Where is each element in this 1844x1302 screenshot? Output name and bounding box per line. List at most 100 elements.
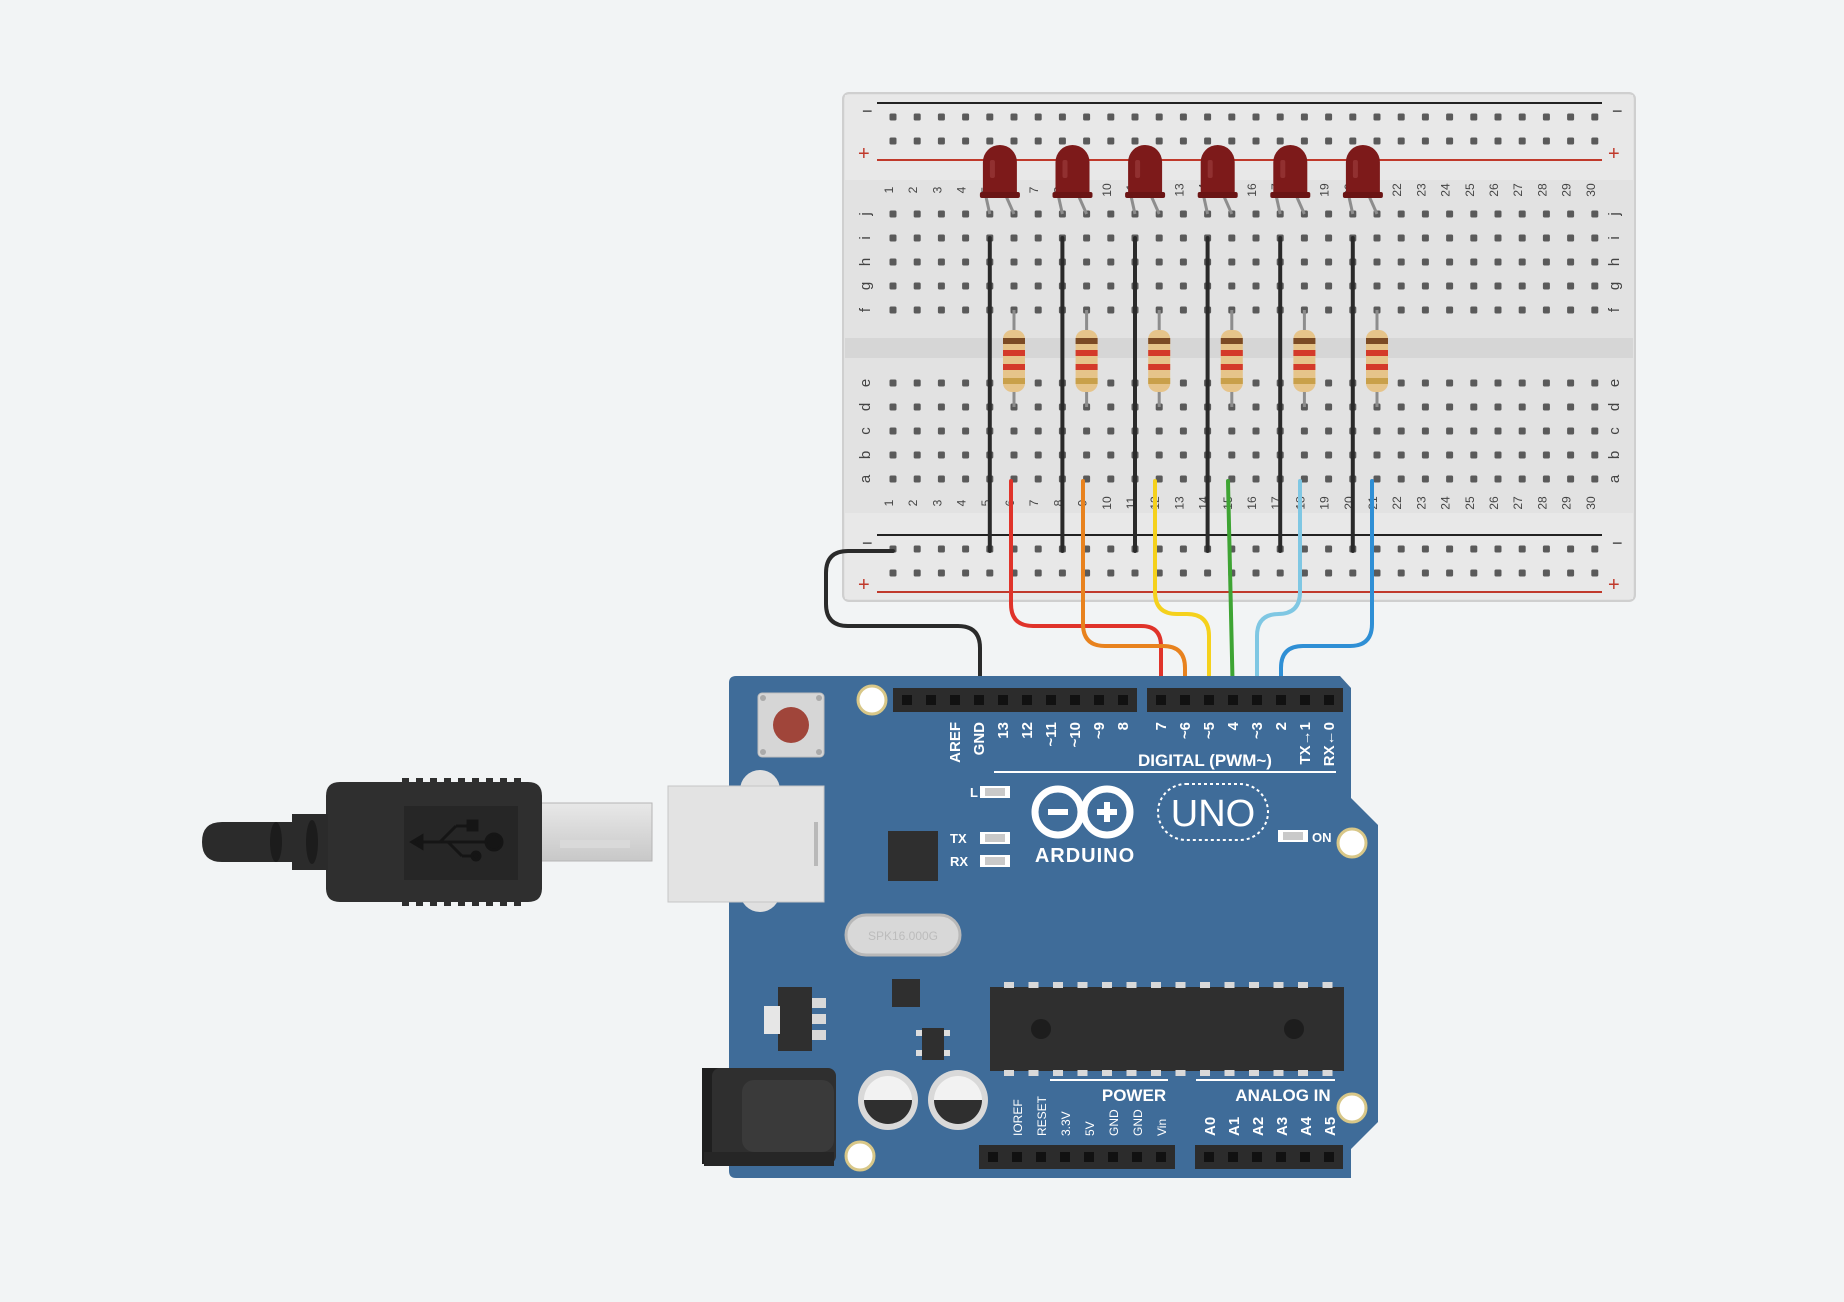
bb-hole-e19[interactable]: [1325, 379, 1333, 387]
led-3[interactable]: [1125, 145, 1166, 215]
resistor-1[interactable]: [1003, 310, 1025, 407]
bb-hole-botrail-0-4[interactable]: [962, 545, 970, 553]
bb-hole-c2[interactable]: [913, 427, 921, 435]
bb-hole-toprail-0-5[interactable]: [986, 113, 994, 121]
bb-hole-f10[interactable]: [1107, 306, 1115, 314]
bb-hole-h16[interactable]: [1252, 258, 1260, 266]
bb-hole-toprail-0-25[interactable]: [1470, 113, 1478, 121]
bb-hole-botrail-0-29[interactable]: [1567, 545, 1575, 553]
bb-hole-c21[interactable]: [1373, 427, 1381, 435]
header-hole[interactable]: [1204, 695, 1214, 705]
bb-hole-h13[interactable]: [1179, 258, 1187, 266]
bb-hole-i3[interactable]: [937, 234, 945, 242]
bb-hole-botrail-1-5[interactable]: [986, 569, 994, 577]
wire-yellow-pin5[interactable]: [1153, 479, 1211, 704]
header-hole[interactable]: [1060, 1152, 1070, 1162]
bb-hole-toprail-0-13[interactable]: [1179, 113, 1187, 121]
bb-hole-h9[interactable]: [1083, 258, 1091, 266]
bb-hole-toprail-1-20[interactable]: [1349, 137, 1357, 145]
bb-hole-toprail-1-1[interactable]: [889, 137, 897, 145]
bb-hole-i13[interactable]: [1179, 234, 1187, 242]
bb-hole-g25[interactable]: [1470, 282, 1478, 290]
bb-hole-toprail-1-10[interactable]: [1107, 137, 1115, 145]
bb-hole-toprail-0-14[interactable]: [1204, 113, 1212, 121]
digital-header-right[interactable]: [1147, 688, 1343, 712]
bb-hole-toprail-1-27[interactable]: [1518, 137, 1526, 145]
wire-lightblue-pin3[interactable]: [1255, 479, 1302, 704]
bb-hole-a18[interactable]: [1300, 475, 1308, 483]
header-hole[interactable]: [1276, 695, 1286, 705]
bb-hole-botrail-0-27[interactable]: [1518, 545, 1526, 553]
wire-blue-pin2[interactable]: [1279, 479, 1374, 704]
bb-hole-botrail-0-26[interactable]: [1494, 545, 1502, 553]
bb-hole-a21[interactable]: [1373, 475, 1381, 483]
header-hole[interactable]: [1012, 1152, 1022, 1162]
bb-hole-botrail-0-10[interactable]: [1107, 545, 1115, 553]
bb-hole-c6[interactable]: [1010, 427, 1018, 435]
bb-hole-toprail-0-6[interactable]: [1010, 113, 1018, 121]
bb-hole-toprail-0-20[interactable]: [1349, 113, 1357, 121]
bb-hole-d27[interactable]: [1518, 403, 1526, 411]
bb-hole-botrail-1-23[interactable]: [1421, 569, 1429, 577]
bb-hole-c13[interactable]: [1179, 427, 1187, 435]
resistors[interactable]: [1003, 310, 1388, 407]
bb-hole-i24[interactable]: [1446, 234, 1454, 242]
bb-hole-h6[interactable]: [1010, 258, 1018, 266]
bb-hole-a29[interactable]: [1567, 475, 1575, 483]
bb-hole-b29[interactable]: [1567, 451, 1575, 459]
resistor-5[interactable]: [1293, 310, 1316, 407]
bb-hole-c4[interactable]: [962, 427, 970, 435]
bb-hole-a26[interactable]: [1494, 475, 1502, 483]
bb-hole-botrail-0-2[interactable]: [913, 545, 921, 553]
bb-hole-b24[interactable]: [1446, 451, 1454, 459]
bb-hole-h1[interactable]: [889, 258, 897, 266]
bb-hole-b16[interactable]: [1252, 451, 1260, 459]
bb-hole-toprail-0-24[interactable]: [1446, 113, 1454, 121]
bb-hole-toprail-0-4[interactable]: [962, 113, 970, 121]
bb-hole-c7[interactable]: [1034, 427, 1042, 435]
bb-hole-e26[interactable]: [1494, 379, 1502, 387]
bb-hole-botrail-1-12[interactable]: [1155, 569, 1163, 577]
bb-hole-e10[interactable]: [1107, 379, 1115, 387]
dc-power-jack[interactable]: [702, 1068, 836, 1166]
bb-hole-botrail-0-21[interactable]: [1373, 545, 1381, 553]
bb-hole-d19[interactable]: [1325, 403, 1333, 411]
usb-b-port[interactable]: [667, 770, 825, 912]
bb-hole-d30[interactable]: [1591, 403, 1599, 411]
bb-hole-g15[interactable]: [1228, 282, 1236, 290]
bb-hole-toprail-0-9[interactable]: [1083, 113, 1091, 121]
bb-hole-botrail-1-1[interactable]: [889, 569, 897, 577]
bb-hole-f1[interactable]: [889, 306, 897, 314]
header-hole[interactable]: [1300, 1152, 1310, 1162]
bb-hole-d10[interactable]: [1107, 403, 1115, 411]
bb-hole-b30[interactable]: [1591, 451, 1599, 459]
bb-hole-toprail-1-22[interactable]: [1397, 137, 1405, 145]
bb-hole-toprail-1-9[interactable]: [1083, 137, 1091, 145]
bb-hole-d25[interactable]: [1470, 403, 1478, 411]
bb-hole-c19[interactable]: [1325, 427, 1333, 435]
bb-hole-c27[interactable]: [1518, 427, 1526, 435]
bb-hole-f4[interactable]: [962, 306, 970, 314]
bb-hole-toprail-1-3[interactable]: [937, 137, 945, 145]
wires[interactable]: [824, 479, 1374, 704]
bb-hole-g2[interactable]: [913, 282, 921, 290]
bb-hole-h27[interactable]: [1518, 258, 1526, 266]
bb-hole-c29[interactable]: [1567, 427, 1575, 435]
bb-hole-h10[interactable]: [1107, 258, 1115, 266]
bb-hole-toprail-1-12[interactable]: [1155, 137, 1163, 145]
bb-hole-e24[interactable]: [1446, 379, 1454, 387]
bb-hole-h12[interactable]: [1155, 258, 1163, 266]
bb-hole-c3[interactable]: [937, 427, 945, 435]
bb-hole-toprail-0-2[interactable]: [913, 113, 921, 121]
bb-hole-e23[interactable]: [1421, 379, 1429, 387]
bb-hole-h2[interactable]: [913, 258, 921, 266]
bb-hole-i9[interactable]: [1083, 234, 1091, 242]
bb-hole-botrail-1-4[interactable]: [962, 569, 970, 577]
bb-hole-d22[interactable]: [1397, 403, 1405, 411]
bb-hole-toprail-1-23[interactable]: [1421, 137, 1429, 145]
bb-hole-i27[interactable]: [1518, 234, 1526, 242]
bb-hole-botrail-1-24[interactable]: [1446, 569, 1454, 577]
bb-hole-botrail-0-13[interactable]: [1179, 545, 1187, 553]
bb-hole-toprail-0-27[interactable]: [1518, 113, 1526, 121]
bb-hole-b15[interactable]: [1228, 451, 1236, 459]
